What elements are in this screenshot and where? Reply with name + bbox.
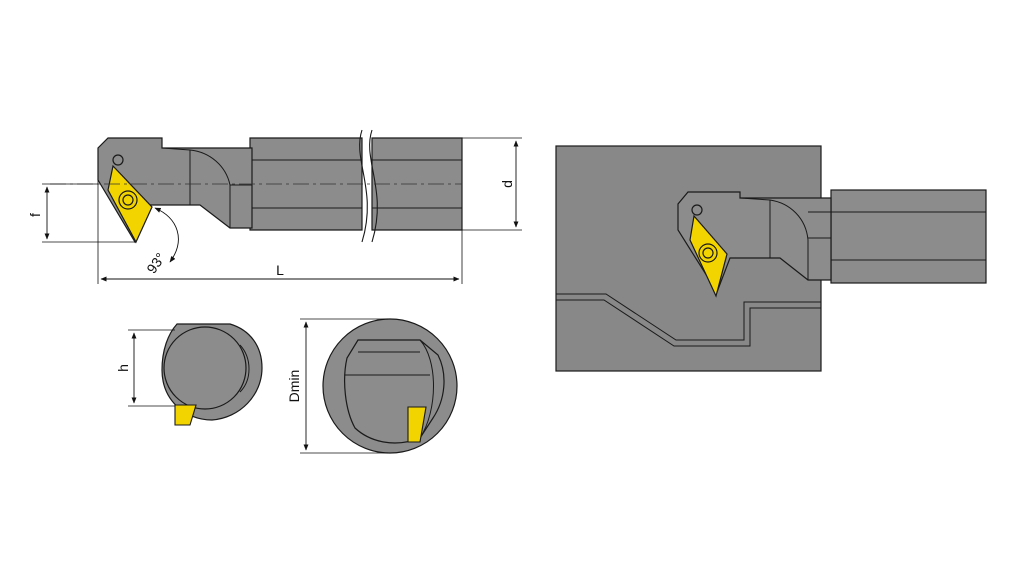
dim-f-label: f: [27, 213, 43, 217]
insert-end-large: [407, 406, 427, 443]
dim-h: h: [115, 329, 175, 407]
shank-in-bore: [830, 189, 987, 284]
dim-dmin-label: Dmin: [286, 370, 302, 403]
insert-bore: [689, 214, 728, 298]
dim-angle: 93°: [143, 207, 179, 277]
break-lines: [359, 129, 378, 243]
insert-end-small: [174, 404, 197, 426]
insert-side: [107, 164, 153, 244]
dim-L: L: [97, 180, 463, 284]
end-view-dmin: Dmin: [286, 318, 458, 454]
dim-d-label: d: [499, 180, 515, 188]
dim-L-label: L: [276, 262, 284, 278]
end-view-h: h: [115, 323, 263, 426]
dim-dmin: Dmin: [286, 318, 388, 454]
dim-h-label: h: [115, 364, 131, 372]
dim-f: f: [27, 183, 135, 243]
side-view: f d L 93°: [27, 129, 522, 284]
dim-d: d: [462, 137, 522, 231]
bore-view: [555, 145, 987, 372]
dim-angle-label: 93°: [143, 250, 168, 277]
